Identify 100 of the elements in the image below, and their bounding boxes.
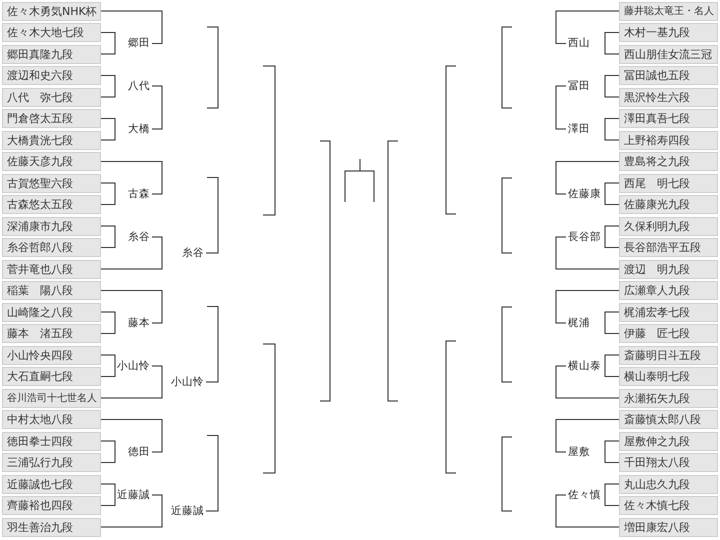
player-box: 佐々木慎七段 [619, 496, 718, 515]
winner-label: 西山 [566, 36, 590, 51]
player-box: 伊藤 匠七段 [619, 324, 718, 343]
winner-label: 梶浦 [566, 316, 590, 330]
bracket-line [100, 440, 116, 463]
player-box: 千田翔太八段 [619, 453, 718, 472]
winner-label: 糸谷 [182, 246, 206, 260]
bracket-line [100, 354, 116, 377]
player-box: 藤本 渚五段 [2, 324, 101, 343]
winner-label: 冨田 [566, 78, 590, 94]
bracket-line [604, 226, 620, 248]
winner-label: 佐々慎 [566, 488, 601, 502]
player-box: 佐藤康光九段 [619, 195, 718, 214]
player-box: 糸谷哲郎八段 [2, 238, 101, 257]
player-box: 冨田誠也五段 [619, 66, 718, 85]
bracket-line [556, 161, 620, 194]
player-box: 近藤誠也七段 [2, 474, 101, 494]
player-box: 三浦弘行九段 [2, 453, 101, 472]
bracket-line [100, 366, 162, 398]
player-box: 澤田真吾七段 [619, 109, 718, 128]
bracket-line [604, 32, 620, 54]
bracket-line [206, 435, 218, 512]
winner-label: 屋敷 [566, 444, 590, 460]
winner-label: 長谷部 [566, 230, 601, 244]
bracket-line [556, 366, 620, 398]
player-box: 藤井聡太竜王・名人 [619, 2, 718, 20]
winner-label: 近藤誠 [117, 488, 152, 502]
bracket-line [100, 161, 162, 194]
winner-label: 小山怜 [117, 358, 152, 374]
player-box: 郷田真隆九段 [2, 44, 101, 64]
bracket-line [100, 75, 116, 98]
bracket-line [604, 118, 620, 140]
bracket-line [556, 236, 620, 270]
player-box: 久保利明九段 [619, 216, 718, 236]
player-box: 西尾 明七段 [619, 174, 718, 192]
winner-label: 近藤誠 [171, 504, 206, 518]
player-box: 増田康宏八段 [619, 518, 718, 536]
player-box: 深浦康市九段 [2, 216, 101, 236]
player-box: 屋敷伸之九段 [619, 432, 718, 450]
bracket-line [100, 419, 162, 452]
bracket-line [100, 226, 116, 248]
player-box: 中村太地八段 [2, 410, 101, 429]
player-box: 上野裕寿四段 [619, 130, 718, 150]
winner-label: 横山泰 [566, 358, 601, 374]
player-box: 長谷部浩平五段 [619, 238, 718, 257]
player-box: 佐々木勇気NHK杯 [2, 2, 101, 20]
player-box: 齊藤裕也四段 [2, 496, 101, 515]
winner-label: 郷田 [128, 36, 152, 51]
player-box: 黒沢怜生六段 [619, 88, 718, 106]
bracket-line [206, 177, 218, 254]
player-box: 斎藤明日斗五段 [619, 346, 718, 364]
bracket-line [100, 182, 116, 205]
player-box: 渡辺和史六段 [2, 66, 101, 85]
player-box: 古賀悠聖六段 [2, 174, 101, 192]
player-box: 渡辺 明九段 [619, 260, 718, 278]
winner-label: 古森 [128, 186, 152, 202]
player-box: 谷川浩司十七世名人 [2, 388, 101, 408]
player-box: 古森悠太五段 [2, 195, 101, 214]
bracket-line [100, 118, 116, 140]
player-box: 徳田拳士四段 [2, 432, 101, 450]
winner-label: 澤田 [566, 122, 590, 136]
player-box: 門倉啓太五段 [2, 109, 101, 128]
player-box: 丸山忠久九段 [619, 474, 718, 494]
winner-label: 徳田 [128, 444, 152, 460]
bracket-line [100, 236, 162, 270]
bracket-line [100, 484, 116, 506]
bracket-line [604, 312, 620, 334]
player-box: 八代 弥七段 [2, 88, 101, 106]
player-box: 羽生善治九段 [2, 518, 101, 536]
bracket-line [556, 86, 566, 130]
bracket-line [556, 419, 620, 452]
bracket-line [556, 494, 620, 528]
player-box: 横山泰明七段 [619, 367, 718, 386]
bracket-line [556, 290, 620, 324]
bracket-line [100, 494, 162, 528]
player-box: 菅井竜也八段 [2, 260, 101, 278]
bracket-line [556, 10, 620, 44]
bracket-line [206, 306, 218, 382]
winner-label: 糸谷 [128, 230, 152, 244]
bracket-line [100, 290, 162, 324]
player-box: 永瀬拓矢九段 [619, 388, 718, 408]
bracket-line [604, 440, 620, 463]
bracket-line [604, 354, 620, 377]
winner-label: 八代 [128, 78, 152, 94]
player-box: 西山朋佳女流三冠 [619, 44, 718, 64]
player-box: 大橋貴洸七段 [2, 130, 101, 150]
bracket-line [604, 182, 620, 205]
winner-label: 大橋 [128, 122, 152, 136]
winner-label: 佐藤康 [566, 186, 601, 202]
bracket-line [152, 86, 162, 130]
winner-label: 藤本 [128, 316, 152, 330]
player-box: 豊島将之九段 [619, 152, 718, 171]
player-box: 佐々木大地七段 [2, 23, 101, 42]
player-box: 広瀬章人九段 [619, 281, 718, 300]
bracket-line [100, 32, 116, 54]
bracket-line [604, 75, 620, 98]
player-box: 佐藤天彦九段 [2, 152, 101, 171]
player-box: 山崎隆之八段 [2, 302, 101, 322]
bracket-line [604, 484, 620, 506]
player-box: 大石直嗣七段 [2, 367, 101, 386]
